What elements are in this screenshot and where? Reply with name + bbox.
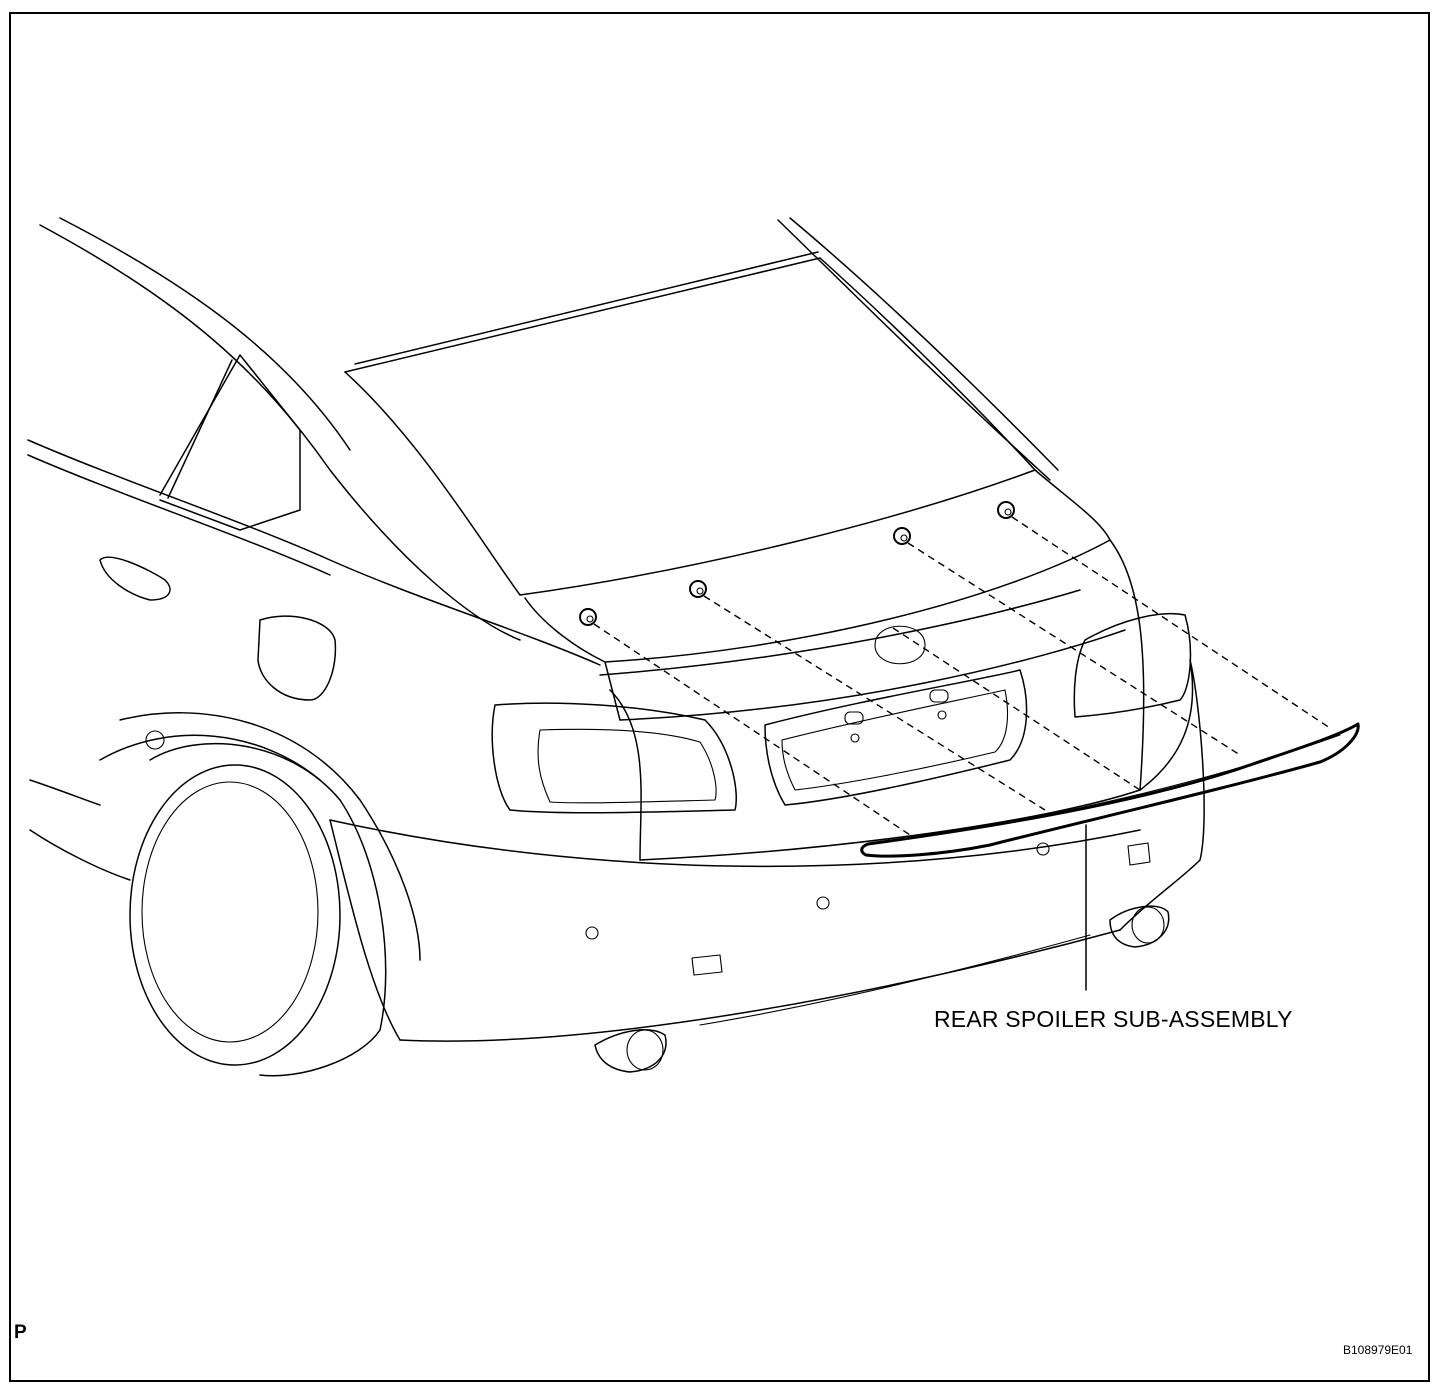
mounting-nuts <box>579 501 1015 626</box>
figure-frame <box>9 12 1430 1382</box>
license-plate-recess <box>764 669 1028 806</box>
side-body <box>27 354 601 961</box>
rear-spoiler <box>860 722 1360 858</box>
nut-icon <box>997 501 1015 519</box>
figure-id-label: B108979E01 <box>1343 1343 1413 1357</box>
rear-wheel <box>129 730 387 1077</box>
installation-guide-lines <box>593 516 1331 836</box>
trunk-lid <box>524 469 1145 861</box>
nut-icon <box>893 527 911 545</box>
rear-bumper <box>329 659 1205 1042</box>
exhaust-tips <box>594 905 1170 1073</box>
roof-and-rear-window <box>39 217 1059 641</box>
nut-icon <box>689 580 707 598</box>
tail-lights <box>491 612 1192 814</box>
nut-icon <box>579 608 597 626</box>
part-name-label: REAR SPOILER SUB-ASSEMBLY <box>934 1006 1293 1032</box>
view-code-label: P <box>14 1322 27 1343</box>
